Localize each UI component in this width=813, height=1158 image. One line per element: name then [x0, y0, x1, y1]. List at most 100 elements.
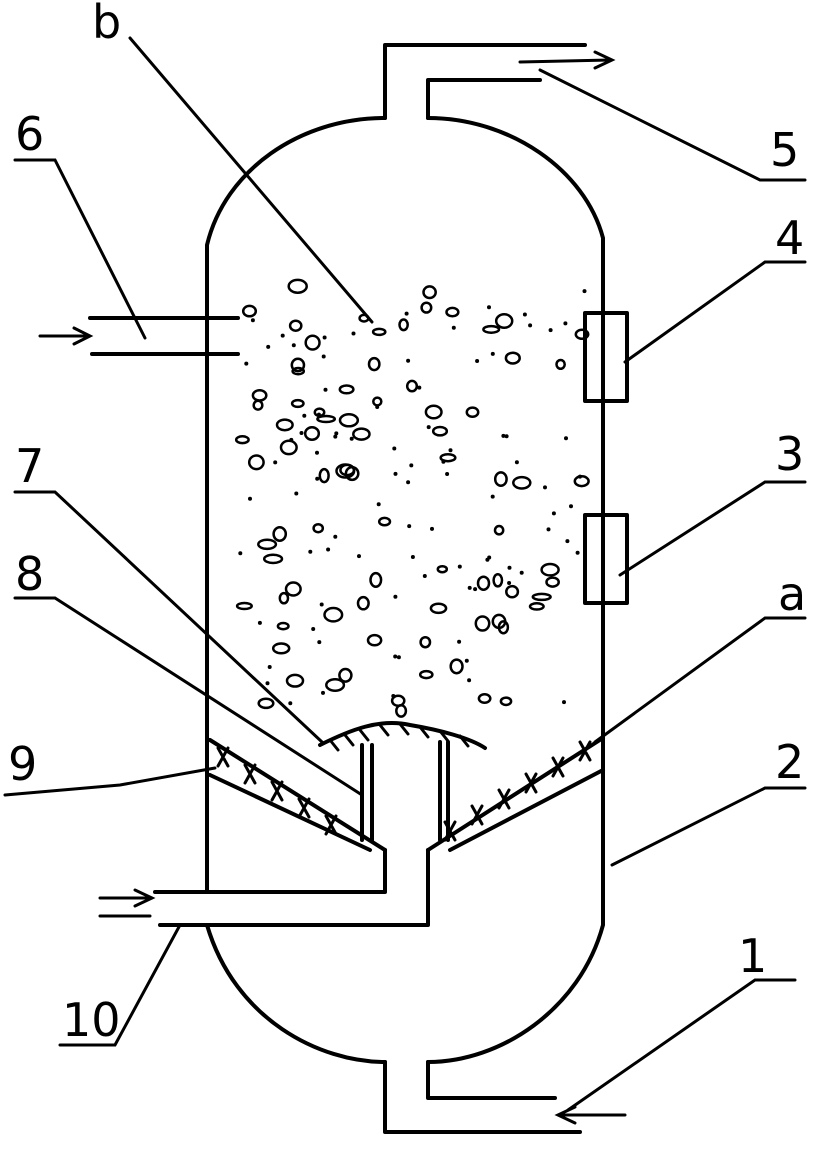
- distributor-right-plate: [426, 736, 605, 852]
- particle: [248, 496, 252, 501]
- particle: [275, 418, 294, 432]
- particle: [294, 491, 299, 496]
- particle: [575, 550, 580, 555]
- particle: [574, 328, 590, 341]
- particle: [278, 591, 290, 605]
- leader-9: [3, 766, 217, 797]
- particle: [565, 539, 570, 544]
- leader-6: [13, 158, 147, 340]
- particle: [494, 313, 514, 329]
- leader-a: [593, 616, 807, 744]
- top-outlet-arrow: [518, 50, 616, 70]
- particle: [308, 549, 313, 554]
- particle: [251, 389, 268, 402]
- particle: [333, 434, 338, 439]
- bottom-inlet-pipe: [383, 1060, 582, 1134]
- particle: [410, 555, 415, 559]
- particle: [271, 642, 291, 655]
- probe-box-3: [583, 513, 629, 605]
- particle: [573, 475, 590, 488]
- particle: [531, 592, 552, 602]
- particle: [241, 304, 258, 318]
- particle: [372, 396, 383, 407]
- particle: [431, 425, 449, 437]
- particle: [543, 485, 547, 490]
- particle: [490, 351, 495, 356]
- side-inlet-pipe: [88, 316, 240, 356]
- particle: [396, 655, 401, 660]
- particle: [487, 305, 491, 310]
- bottom-side-arrow: [98, 888, 156, 918]
- particle: [334, 431, 339, 436]
- particle: [325, 678, 346, 692]
- central-riser-tube: [360, 740, 450, 842]
- particle: [395, 703, 408, 718]
- particle: [564, 436, 568, 441]
- top-outlet-pipe: [383, 43, 587, 120]
- label-3: 3: [775, 427, 804, 481]
- particle: [262, 553, 284, 565]
- leader-5: [538, 68, 807, 182]
- particle: [528, 323, 533, 328]
- particle: [439, 452, 457, 463]
- particle: [398, 318, 409, 332]
- particle: [449, 658, 464, 675]
- particle: [338, 384, 355, 395]
- particle: [257, 697, 275, 710]
- particle: [546, 527, 551, 532]
- particle: [366, 633, 383, 647]
- leader-2: [610, 786, 807, 867]
- particle: [422, 285, 437, 300]
- particle: [451, 325, 456, 330]
- particle: [429, 602, 448, 615]
- particle: [392, 446, 397, 451]
- particle: [291, 343, 296, 348]
- particle: [490, 494, 495, 499]
- particle: [545, 576, 560, 588]
- particle: [422, 574, 427, 578]
- particle: [528, 602, 545, 611]
- particle: [280, 333, 285, 338]
- particle: [371, 327, 387, 337]
- particle: [563, 321, 568, 326]
- particle: [512, 475, 532, 490]
- particle: [407, 524, 412, 529]
- leader-3: [618, 480, 807, 577]
- particle: [582, 289, 587, 294]
- particle: [369, 571, 383, 588]
- vessel-outline: [205, 116, 605, 1064]
- particle: [499, 696, 513, 707]
- particle: [457, 639, 462, 644]
- particle: [404, 311, 409, 316]
- probe-box-4: [583, 311, 629, 403]
- particle: [338, 667, 353, 683]
- particle: [406, 358, 411, 363]
- particle: [501, 433, 506, 438]
- particle: [393, 654, 398, 659]
- particle: [315, 450, 319, 455]
- particle: [315, 476, 320, 481]
- particle: [476, 575, 491, 591]
- particle: [302, 413, 307, 418]
- label-5: 5: [770, 123, 799, 177]
- particle: [250, 318, 255, 323]
- particle: [436, 564, 449, 574]
- distributor-left-plate: [208, 738, 387, 852]
- particle: [519, 570, 524, 575]
- label-1: 1: [738, 929, 767, 983]
- label-b: b: [92, 0, 121, 49]
- particle: [420, 301, 433, 314]
- particle: [304, 334, 321, 351]
- side-inlet-arrow: [38, 326, 94, 346]
- particle: [291, 366, 306, 376]
- particle: [419, 635, 432, 649]
- particle: [405, 379, 419, 393]
- particle: [356, 595, 370, 611]
- particle: [267, 665, 272, 669]
- particle: [288, 319, 303, 332]
- particle: [284, 581, 302, 597]
- particle: [464, 658, 469, 663]
- particle: [339, 463, 356, 477]
- particle: [321, 690, 325, 695]
